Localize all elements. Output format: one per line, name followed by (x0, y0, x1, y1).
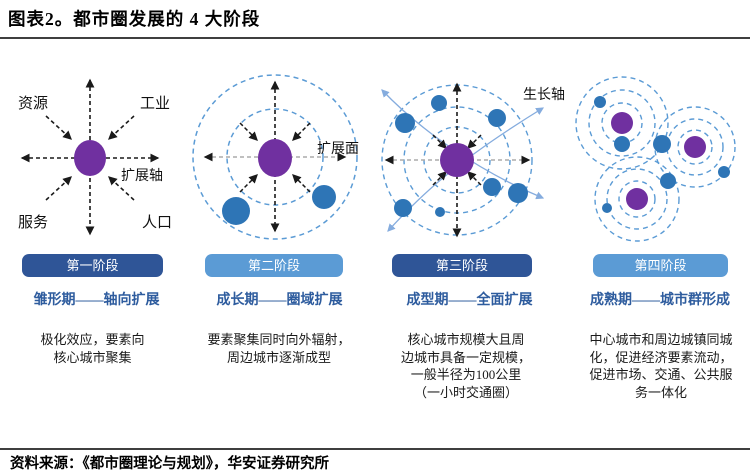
stage1-banner: 第一阶段 (22, 254, 163, 277)
stage2-description: 要素聚集同时向外辐射， 周边城市逐渐成型 (190, 331, 368, 366)
inflow-arrow-sw (239, 174, 258, 193)
satellite-city-node (435, 207, 445, 217)
desc-line: 促进市场、交通、公共服 (589, 367, 733, 382)
inflow-arrow-ne (467, 134, 482, 149)
expansion-ring-1 (423, 126, 491, 194)
label-industry: 工业 (140, 96, 171, 112)
label-expansion-axis: 扩展轴 (121, 169, 163, 184)
core-city-node (611, 112, 633, 134)
satellite-city-node (602, 203, 612, 213)
desc-line: 核心城市聚集 (53, 349, 132, 365)
stage3-description: 核心城市规模大且周 边城市具备一定规模， 一般半径为100公里 （一小时交通圈） (378, 331, 554, 401)
inflow-arrow-nw (239, 122, 258, 141)
satellite-city-node (718, 166, 730, 178)
label-growth-axis: 生长轴 (523, 88, 565, 103)
satellite-city-node (488, 109, 506, 127)
core-city-node (440, 143, 474, 177)
inflow-arrow-sw (432, 171, 447, 186)
expansion-ring-3 (381, 84, 533, 236)
inflow-arrow-sw (45, 176, 72, 201)
growth-axis-curve-1 (387, 107, 545, 232)
top-divider (0, 37, 750, 39)
inflow-arrow-ne (292, 122, 311, 141)
inflow-arrow-ne (108, 115, 135, 140)
stage4-description: 中心城市和周边城镇同城 化，促进经济要素流动， 促进市场、交通、公共服 务一体化 (570, 331, 750, 401)
desc-line: 核心城市规模大且周 (407, 332, 525, 347)
core-city-node (684, 136, 706, 158)
desc-line: （一小时交通圈） (413, 384, 518, 400)
desc-line: 一般半径为100公里 (410, 367, 522, 382)
stage4-subtitle: 成熟期——城市群形成 (590, 293, 730, 308)
bottom-divider (0, 448, 750, 450)
desc-line: 边城市具备一定规模， (400, 349, 531, 365)
label-services: 服务 (18, 215, 49, 231)
satellite-city-node (395, 113, 415, 133)
growth-axis-curve-2 (381, 89, 545, 200)
satellite-city-node (312, 185, 336, 209)
stage3-subtitle: 成型期——全面扩展 (406, 293, 533, 308)
core-city-node (258, 139, 292, 177)
core-city-node (626, 188, 648, 210)
panel4-diagram (575, 76, 736, 242)
desc-line: 化，促进经济要素流动， (589, 349, 733, 365)
label-population: 人口 (142, 215, 173, 231)
stage1-description: 极化效应，要素向 核心城市聚集 (10, 331, 175, 366)
satellite-city-node (614, 136, 630, 152)
inflow-arrow-se (467, 171, 482, 186)
stage4-banner: 第四阶段 (593, 254, 728, 277)
expansion-ring-inner (226, 108, 324, 206)
stage1-subtitle: 雏形期——轴向扩展 (33, 293, 160, 308)
source-note: 资料来源：《都市圈理论与规划》，华安证券研究所 (10, 456, 329, 472)
satellite-city-node (394, 199, 412, 217)
desc-line: 务一体化 (634, 384, 687, 400)
satellite-city-node (483, 178, 501, 196)
label-resources: 资源 (18, 96, 49, 112)
desc-line: 周边城市逐渐成型 (226, 349, 331, 365)
expansion-ring-2 (403, 106, 511, 214)
satellite-city-node (653, 135, 671, 153)
inflow-arrow-nw (432, 134, 447, 149)
stage2-subtitle: 成长期——圈域扩展 (216, 293, 343, 308)
inflow-arrow-nw (45, 115, 72, 140)
desc-line: 要素聚集同时向外辐射， (207, 332, 351, 347)
figure-title: 图表2。都市圈发展的 4 大阶段 (8, 9, 261, 29)
satellite-city-node (660, 173, 676, 189)
satellite-city-node (594, 96, 606, 108)
panel3-diagram (381, 82, 545, 238)
label-expansion-plane: 扩展面 (317, 142, 359, 157)
cluster-a (575, 76, 669, 170)
desc-line: 极化效应，要素向 (40, 332, 145, 347)
desc-line: 中心城市和周边城镇同城 (589, 332, 733, 347)
satellite-city-node (431, 95, 447, 111)
core-city-node (74, 140, 106, 176)
inflow-arrow-se (292, 174, 311, 193)
cluster-c (594, 156, 680, 242)
satellite-city-node (222, 197, 250, 225)
satellite-city-node (508, 183, 528, 203)
cluster-b (654, 106, 736, 188)
stage2-banner: 第二阶段 (205, 254, 343, 277)
stage3-banner: 第三阶段 (392, 254, 532, 277)
